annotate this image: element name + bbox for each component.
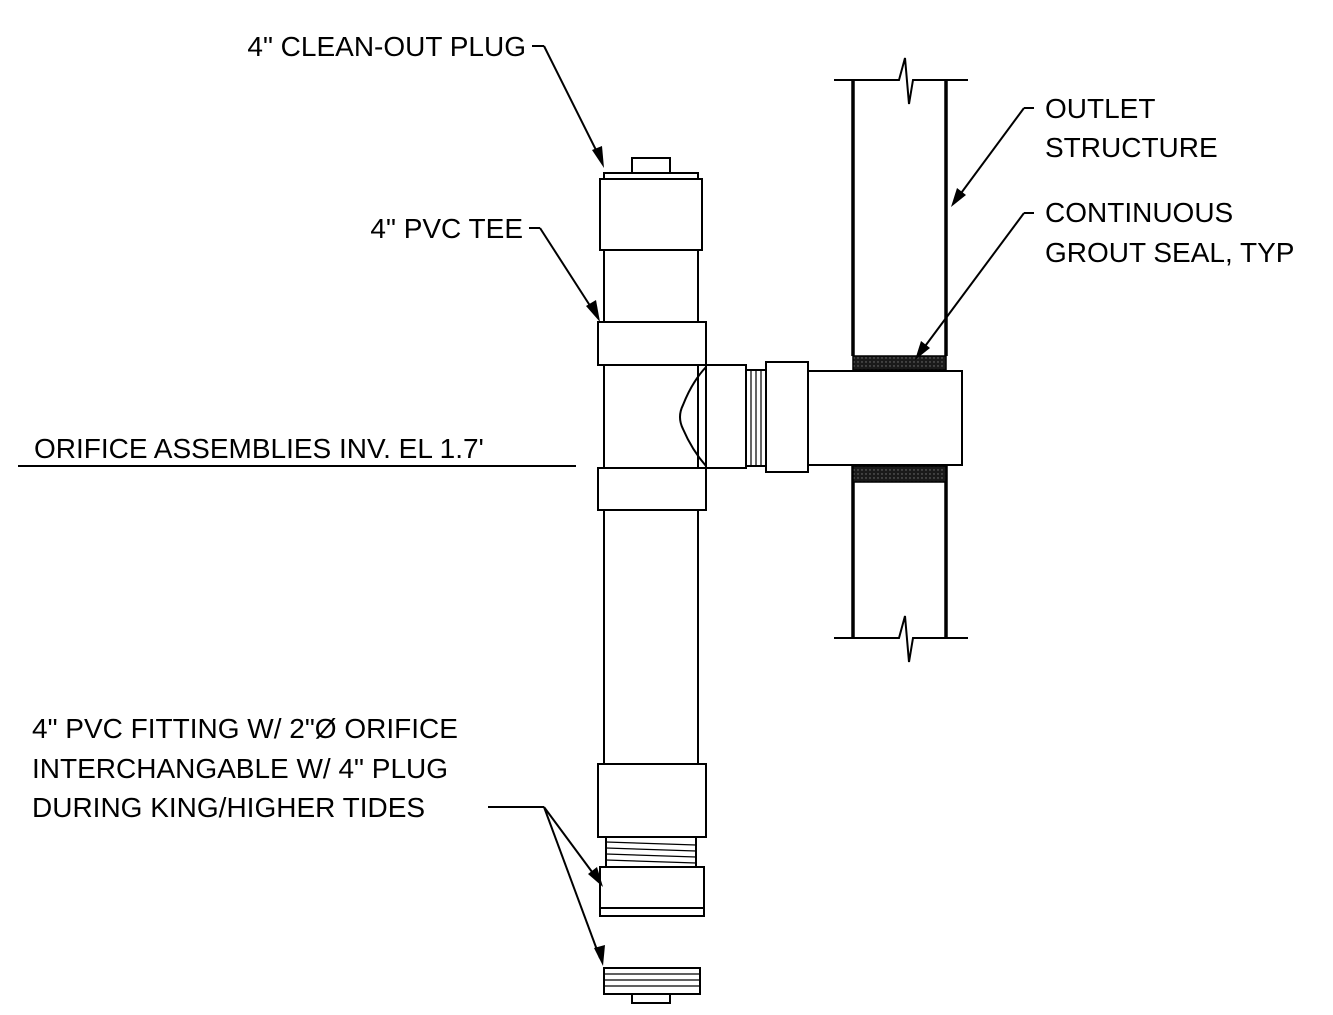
leader-fitting [488,806,605,966]
label-pvc-tee: 4" PVC TEE [370,213,523,244]
top-break-line [834,57,968,105]
lower-pipe [603,509,699,765]
alternate-plug [603,967,701,1004]
tee-hub-top [597,321,707,366]
label-orifice-elevation: ORIFICE ASSEMBLIES INV. EL 1.7' [34,433,484,464]
coupling [765,361,809,473]
outlet-structure-wall [834,57,968,663]
label-outlet-line2: STRUCTURE [1045,132,1218,163]
orifice-fitting-lip [599,907,705,917]
orifice-fitting [599,866,705,909]
leader-tee [529,227,600,322]
upper-pipe [603,249,699,323]
tee-side-hub [705,364,747,469]
cleanout-plug [599,157,703,251]
bottom-break-line [834,615,968,663]
label-fitting-line3: DURING KING/HIGHER TIDES [32,792,425,823]
tee-hub-bottom [597,467,707,511]
label-outlet-line1: OUTLET [1045,93,1155,124]
leader-grout [915,212,1034,360]
leader-outlet [951,107,1034,207]
label-grout-line1: CONTINUOUS [1045,197,1233,228]
bottom-threads [605,836,697,868]
grout-seal-top [852,355,947,371]
label-fitting-line2: INTERCHANGABLE W/ 4" PLUG [32,753,448,784]
pipe-through-wall [807,370,963,466]
bottom-hub [597,763,707,838]
label-fitting-line1: 4" PVC FITTING W/ 2"Ø ORIFICE [32,713,458,744]
label-grout-line2: GROUT SEAL, TYP [1045,237,1294,268]
leader-cleanout [532,45,604,168]
tee-branch-curve [679,366,707,467]
threaded-adapter [745,369,767,467]
grout-seal-bottom [852,465,947,483]
label-cleanout-plug: 4" CLEAN-OUT PLUG [247,31,526,62]
